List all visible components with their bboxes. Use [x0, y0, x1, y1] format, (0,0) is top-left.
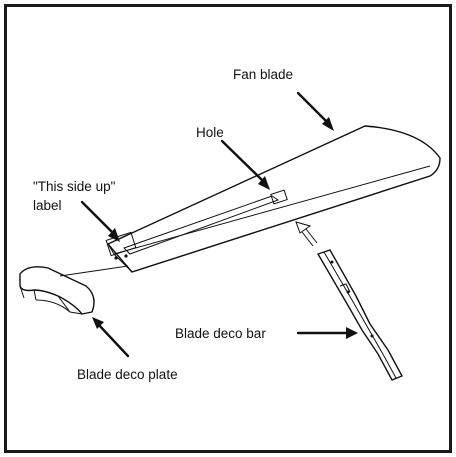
blade-deco-plate-illustration [19, 266, 95, 315]
this-side-up-label-line2: label [33, 198, 62, 213]
blade-deco-bar-label: Blade deco bar [175, 326, 266, 341]
blade-deco-bar-illustration [317, 249, 403, 381]
hole-arrow [220, 139, 270, 190]
fan-blade-arrow [296, 91, 334, 131]
fan-blade-label: Fan blade [233, 67, 294, 82]
blade-deco-bar-arrow [296, 327, 358, 339]
blade-deco-plate-label: Blade deco plate [77, 367, 178, 382]
diagram-frame [4, 4, 452, 453]
assembly-direction-arrow [295, 221, 318, 247]
fan-blade-illustration [59, 125, 441, 277]
this-side-up-label-line1: "This side up" [33, 179, 116, 194]
this-side-up-arrow [80, 200, 120, 242]
blade-deco-plate-arrow [92, 317, 130, 358]
hole-label: Hole [196, 125, 224, 140]
